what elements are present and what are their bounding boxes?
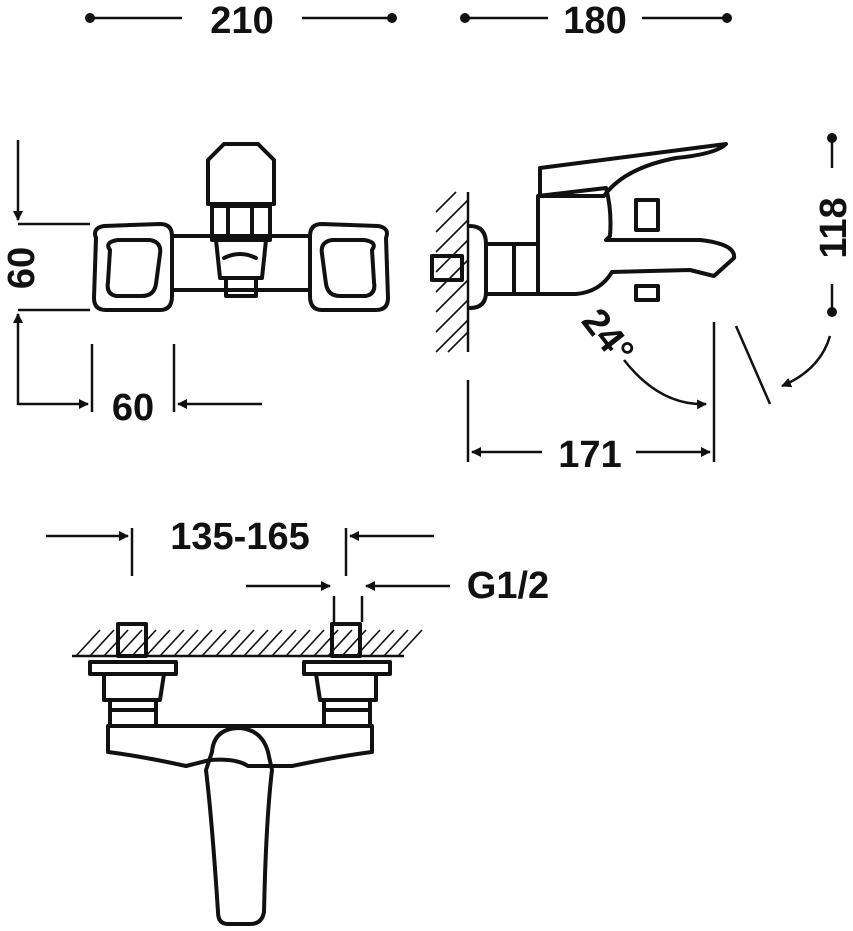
dimension-label-angle: 24° xyxy=(573,301,641,372)
wall-hatch-line xyxy=(257,629,283,657)
wall-hatch-line xyxy=(369,629,395,657)
bottom-view-wall xyxy=(72,629,423,658)
dimension-label-210: 210 xyxy=(210,0,273,42)
dimension-label-g12: G1/2 xyxy=(467,565,549,607)
wall-hatch-line xyxy=(229,629,255,657)
side-height-dimension: 118 xyxy=(813,133,853,317)
top-depth-dimension: 180 xyxy=(460,0,732,42)
wall-hatch-line xyxy=(285,629,311,657)
front-height-dimension: 60 xyxy=(1,140,90,405)
front-view-mixer xyxy=(92,142,390,312)
top-width-dimension: 210 xyxy=(85,0,397,42)
wall-hatch-line xyxy=(299,629,325,657)
wall-hatch-line xyxy=(187,629,213,657)
side-reach-dimension: 171 xyxy=(466,322,716,476)
wall-hatch-line xyxy=(271,629,297,657)
wall-hatch-line xyxy=(159,629,185,657)
wall-hatch-line xyxy=(173,629,199,657)
angle-dimension: 24° xyxy=(573,301,832,410)
wall-hatch-line xyxy=(383,629,409,657)
side-view-wall xyxy=(435,191,470,353)
dimension-label-60-horizontal: 60 xyxy=(112,387,154,429)
bottom-view-mixer xyxy=(88,622,392,926)
wall-hatch-line xyxy=(313,629,339,657)
centers-dimension: 135-165 xyxy=(46,516,434,576)
dimension-label-180: 180 xyxy=(563,0,626,42)
dimension-label-118: 118 xyxy=(813,197,853,258)
dimension-label-60-vertical: 60 xyxy=(1,247,43,289)
wall-hatch-line xyxy=(341,629,367,657)
wall-hatch-line xyxy=(215,629,241,657)
wall-hatch-line xyxy=(201,629,227,657)
dimension-label-171: 171 xyxy=(558,434,621,476)
wall-hatch-line xyxy=(243,629,269,657)
front-width-dimension: 60 xyxy=(18,344,262,429)
dimension-label-135-165: 135-165 xyxy=(170,516,309,558)
wall-hatch-line xyxy=(145,629,171,657)
wall-hatch-line xyxy=(89,629,115,657)
wall-hatch-line xyxy=(397,629,423,657)
wall-hatch-line xyxy=(117,629,143,657)
side-view-mixer xyxy=(430,142,737,310)
wall-hatch-line xyxy=(75,629,101,657)
thread-dimension: G1/2 xyxy=(246,565,549,622)
